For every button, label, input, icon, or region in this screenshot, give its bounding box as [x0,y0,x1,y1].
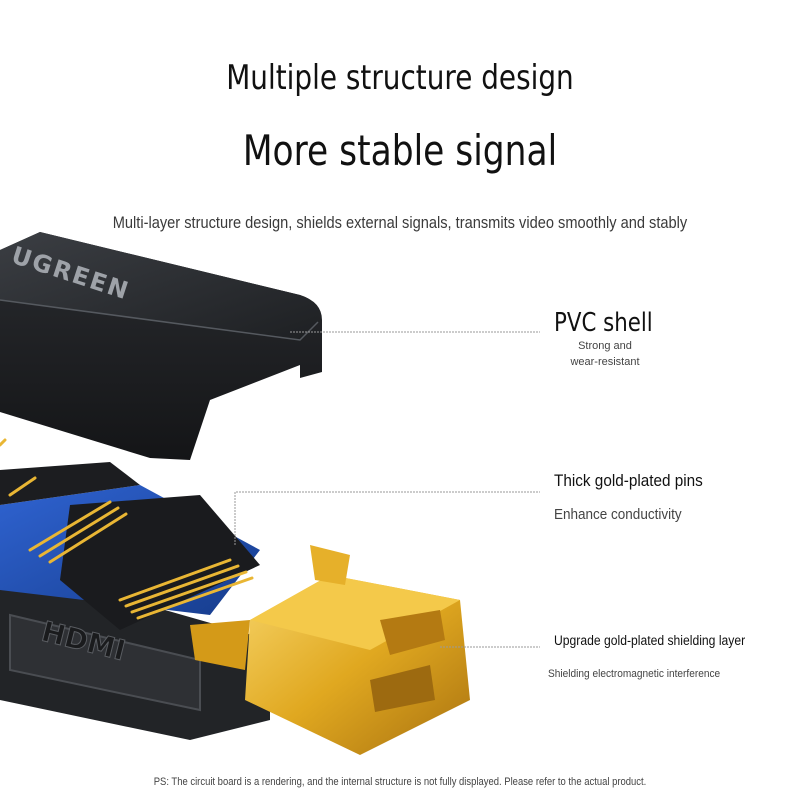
callout-pvc-desc: Strong and wear-resistant [560,338,650,370]
footer-note: PS: The circuit board is a rendering, an… [153,776,647,788]
callout-pvc-title: PVC shell [554,308,653,338]
gold-pins [0,438,254,620]
callout-pins-desc: Enhance conductivity [554,506,682,523]
callout-shield-title: Upgrade gold-plated shielding layer [554,633,746,648]
sub-headline: More stable signal [242,126,558,175]
pvc-shell: UGREEN [0,232,322,460]
leader-lines [234,331,540,648]
description-text: Multi-layer structure design, shields ex… [112,213,688,232]
callout-pvc-desc-line2: wear-resistant [570,356,640,368]
gold-shield [190,545,470,755]
callout-shield-desc: Shielding electromagnetic interference [548,668,721,680]
lower-housing: HDMI [0,580,270,740]
headline: Multiple structure design [226,58,574,98]
callout-pins-title: Thick gold-plated pins [554,471,703,490]
callout-pvc-desc-line1: Strong and [578,340,632,352]
leader-line-pins [234,491,540,545]
